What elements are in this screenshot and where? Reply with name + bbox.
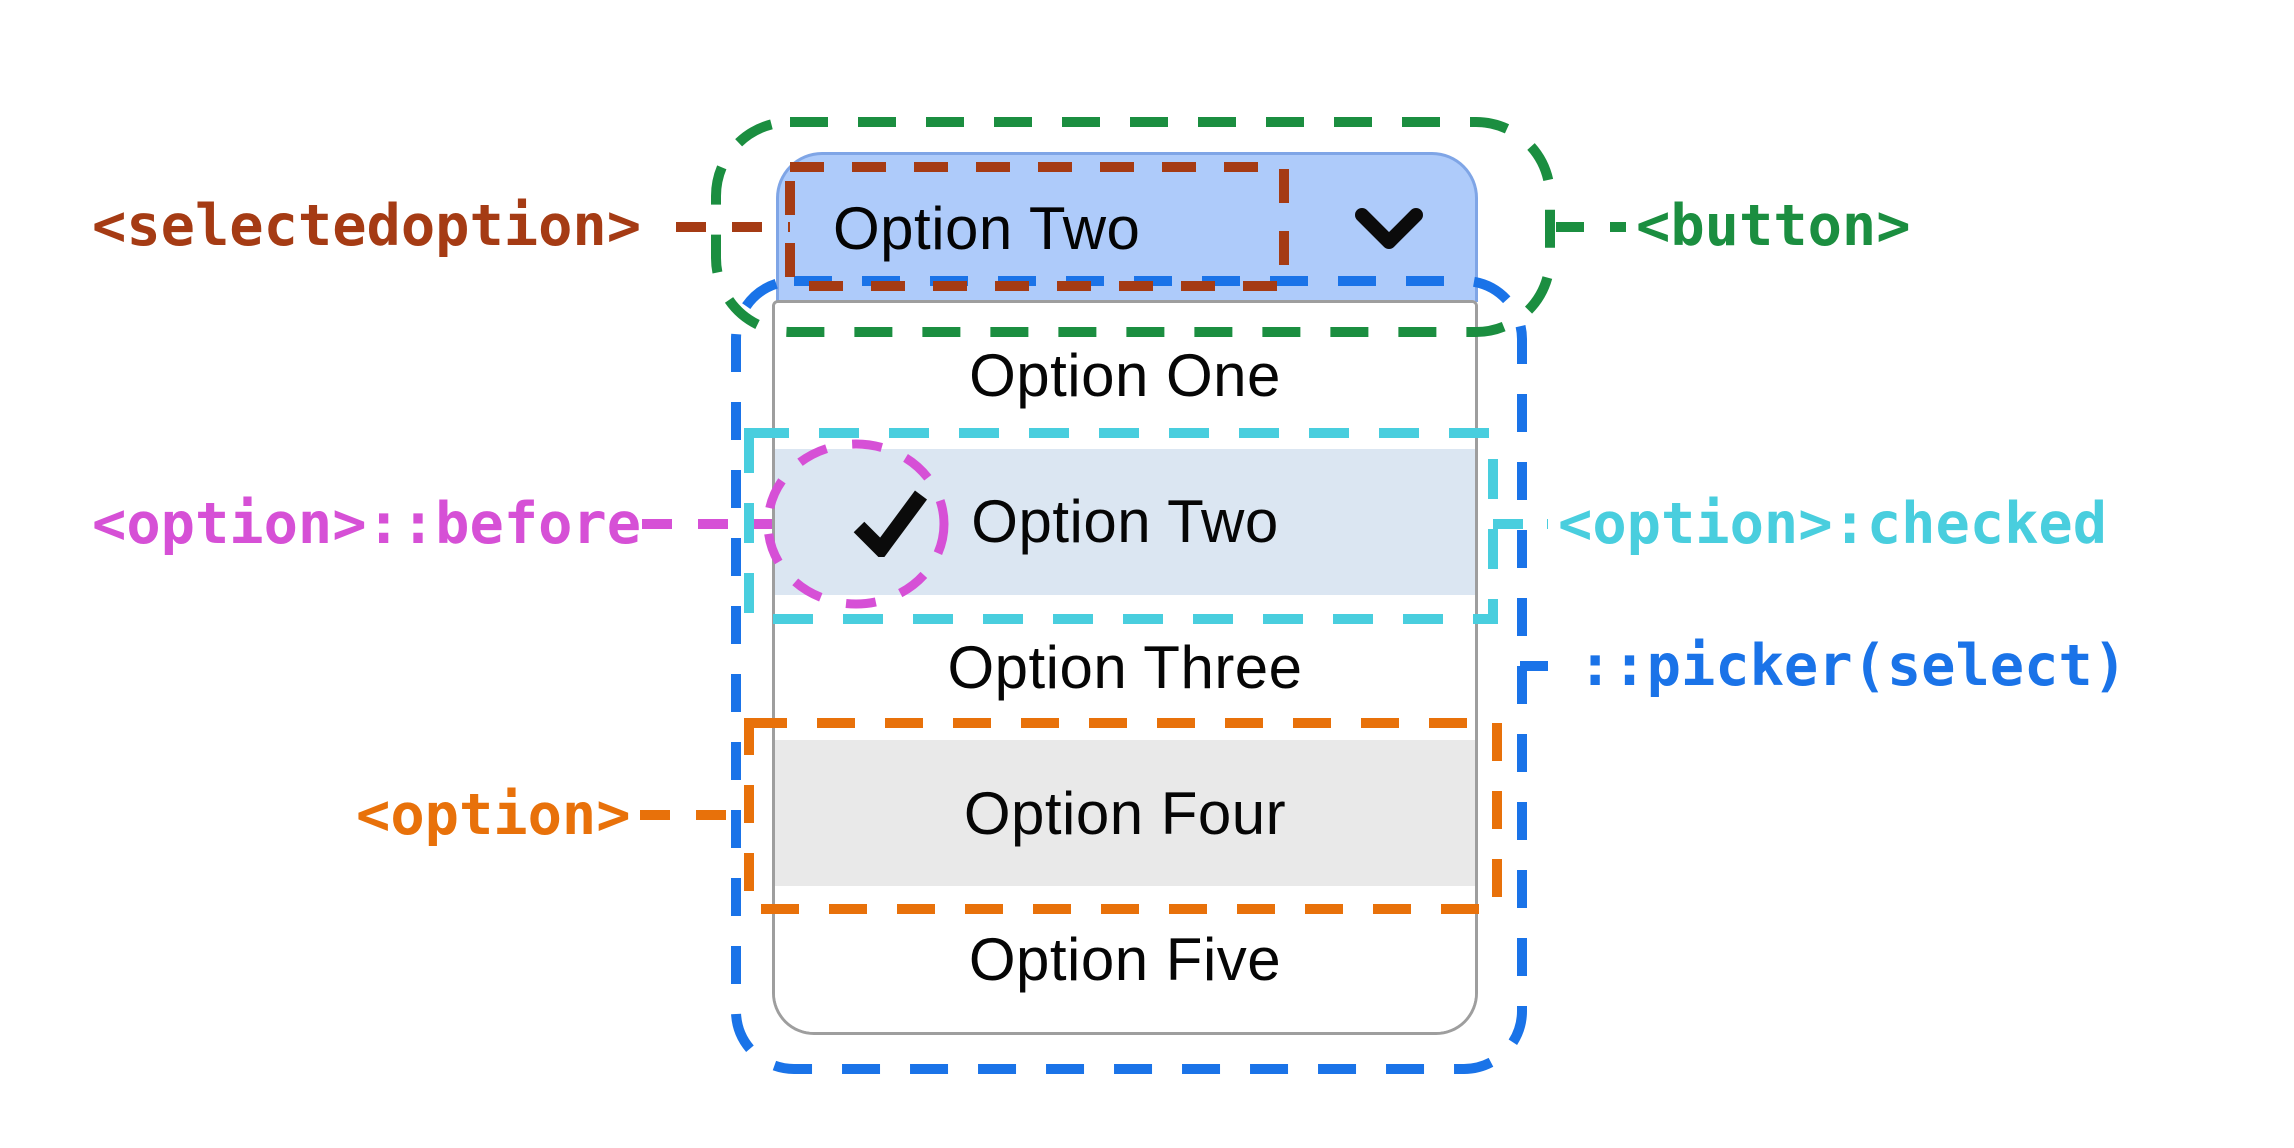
option-label: Option Two — [971, 488, 1279, 556]
label-option-before: <option>::before — [92, 491, 642, 557]
option-row-four[interactable]: Option Four — [775, 740, 1475, 887]
option-label: Option One — [969, 342, 1281, 410]
chevron-down-icon — [1353, 206, 1425, 252]
option-label: Option Five — [968, 925, 1282, 993]
option-row-three[interactable]: Option Three — [775, 594, 1475, 741]
select-picker-panel: Option One Option Two Option Three Optio… — [772, 300, 1478, 1035]
label-selectedoption: <selectedoption> — [92, 193, 642, 259]
option-row-two-checked[interactable]: Option Two — [775, 448, 1475, 595]
label-option-checked: <option>:checked — [1558, 491, 2108, 557]
selected-option-text: Option Two — [833, 194, 1141, 262]
label-button: <button> — [1636, 193, 1911, 259]
option-row-one[interactable]: Option One — [775, 303, 1475, 449]
option-label: Option Four — [963, 779, 1287, 847]
label-picker: ::picker(select) — [1578, 633, 2128, 699]
label-option: <option> — [356, 782, 631, 848]
option-label: Option Three — [947, 633, 1303, 701]
select-button[interactable]: Option Two — [776, 152, 1478, 302]
checkmark-icon — [851, 487, 929, 561]
option-row-five[interactable]: Option Five — [775, 886, 1475, 1032]
